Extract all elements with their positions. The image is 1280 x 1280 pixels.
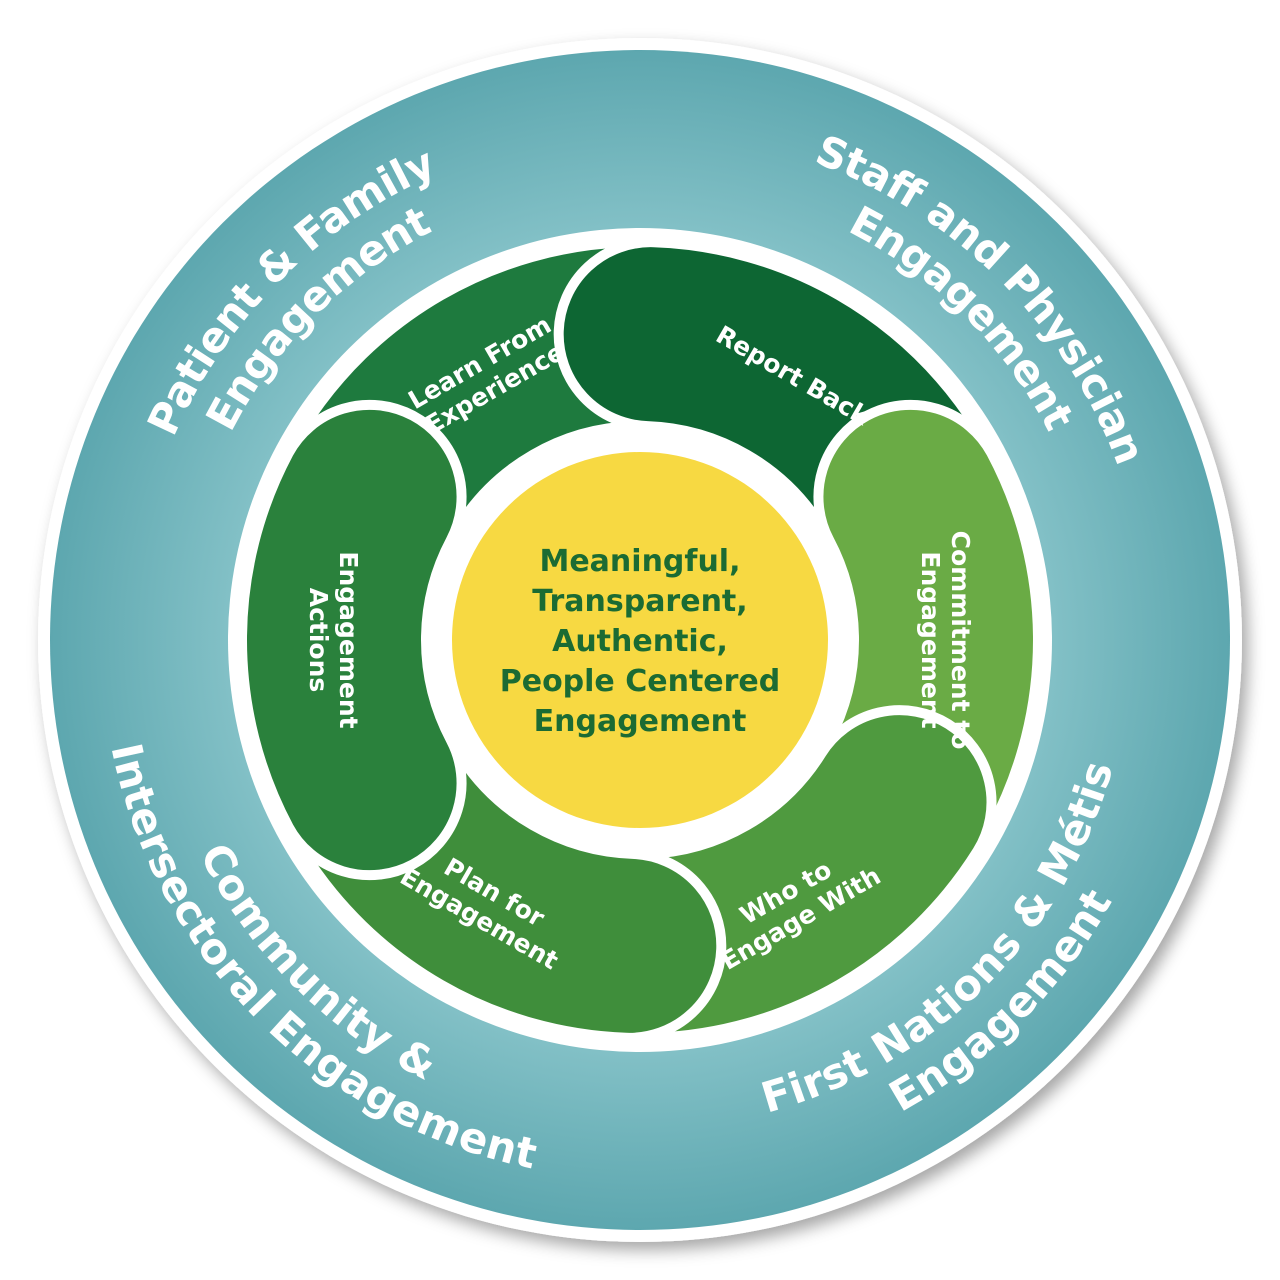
petal-6	[237, 399, 467, 881]
center-text-line: Meaningful,	[539, 544, 740, 579]
petal-label-3: Commitment toEngagement	[916, 531, 975, 750]
petal-label-line: Commitment to	[946, 531, 975, 750]
petal-label-6: EngagementActions	[304, 551, 363, 728]
petal-label-line: Engagement	[334, 551, 363, 728]
center-text: Meaningful, Transparent, Authentic, People …	[500, 544, 781, 739]
center-text-line: People Centered	[500, 664, 781, 699]
center-text-line: Authentic,	[552, 624, 728, 659]
center-text-line: Engagement	[534, 704, 747, 739]
petal-label-line: Engagement	[916, 551, 945, 728]
center-circle	[452, 452, 828, 828]
petal-label-line: Actions	[304, 588, 333, 693]
center-text-line: Transparent,	[532, 584, 747, 619]
